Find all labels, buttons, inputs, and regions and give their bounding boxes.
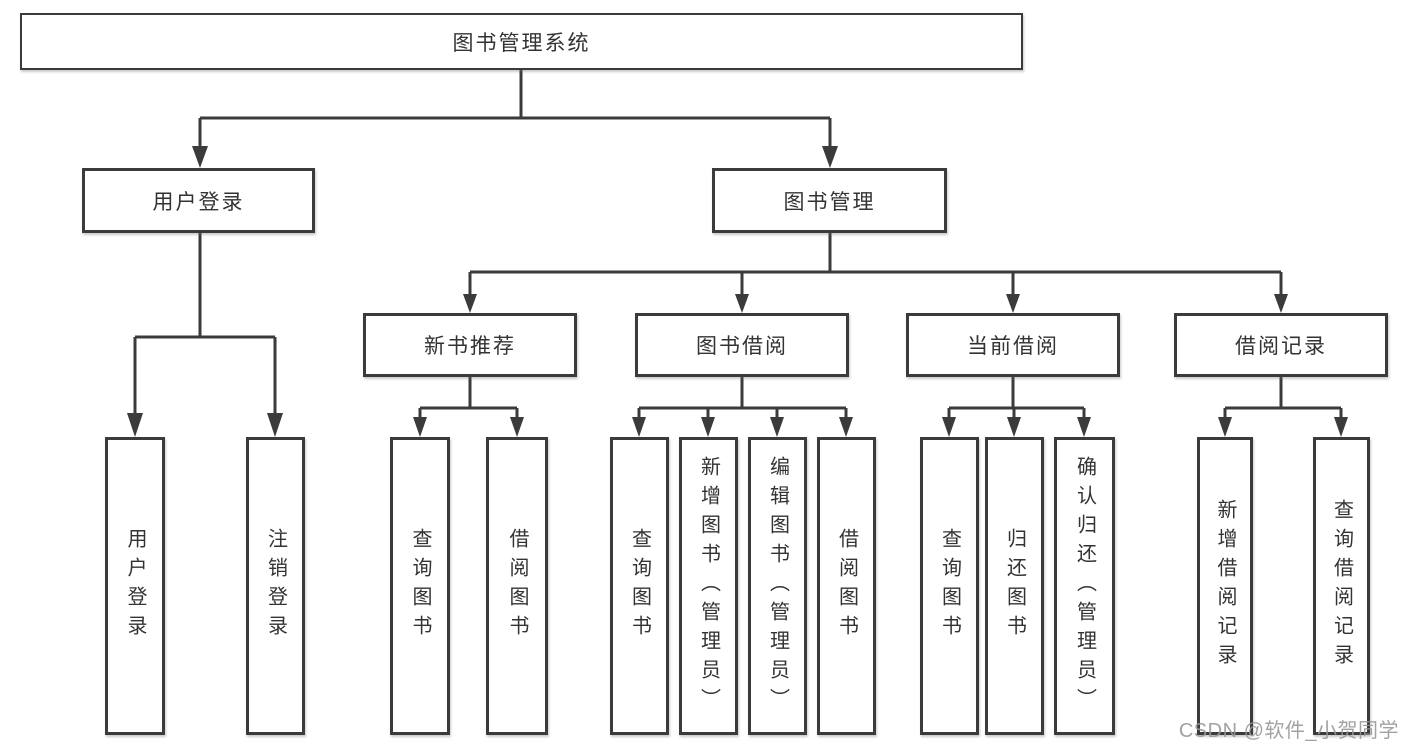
csdn-watermark: CSDN @软件_小贺同学 (1178, 720, 1399, 742)
leaf-borrowing-add-books-admin: 新增图书（管理员） (679, 437, 738, 735)
arrowhead-down-icon (127, 413, 283, 437)
node-user-login: 用户登录 (82, 168, 315, 233)
leaf-current-query-books: 查询图书 (920, 437, 979, 735)
node-root-library-management-system: 图书管理系统 (20, 13, 1023, 70)
node-borrowing-records: 借阅记录 (1174, 313, 1388, 377)
leaf-borrowing-edit-books-admin: 编辑图书（管理员） (748, 437, 807, 735)
tree-line (198, 70, 832, 148)
connector-new-book-recommend-to-leaves (413, 377, 524, 437)
connector-root-to-level2 (192, 70, 838, 168)
node-label: 新书推荐 (424, 335, 516, 358)
tree-line (418, 377, 519, 419)
leaf-label: 查询图书 (628, 528, 651, 644)
leaf-label: 用户登录 (124, 528, 146, 644)
leaf-current-confirm-return-admin: 确认归还（管理员） (1054, 437, 1115, 735)
node-label: 当前借阅 (967, 335, 1059, 358)
connector-user-login-to-leaves (127, 233, 283, 437)
node-label: 图书管理系统 (452, 31, 591, 55)
leaf-user-login: 用户登录 (105, 437, 165, 735)
connector-book-borrowing-to-leaves (632, 377, 853, 437)
node-current-borrowing: 当前借阅 (906, 313, 1120, 377)
tree-line (637, 377, 848, 419)
leaf-label: 新增图书（管理员） (697, 455, 720, 717)
arrowhead-down-icon (192, 146, 838, 168)
node-label: 用户登录 (152, 190, 245, 214)
node-label: 图书管理 (783, 190, 876, 214)
leaf-label: 查询图书 (409, 528, 431, 644)
connector-borrowing-records-to-leaves (1218, 377, 1348, 437)
arrowhead-down-icon (413, 417, 524, 437)
leaf-label: 借阅图书 (835, 528, 858, 644)
tree-line (468, 233, 1283, 296)
leaf-borrowing-borrow-books: 借阅图书 (817, 437, 876, 735)
leaf-label: 注销登录 (264, 528, 287, 644)
node-book-management: 图书管理 (712, 168, 947, 233)
tree-line (1223, 377, 1343, 419)
leaf-recommend-query-books: 查询图书 (390, 437, 450, 735)
leaf-label: 归还图书 (1003, 528, 1026, 644)
arrowhead-down-icon (463, 294, 1288, 313)
arrowhead-down-icon (632, 417, 853, 437)
leaf-label: 查询图书 (938, 528, 961, 644)
node-label: 图书借阅 (696, 335, 788, 358)
node-label: 借阅记录 (1235, 335, 1327, 358)
leaf-label: 借阅图书 (506, 528, 528, 644)
leaf-label: 查询借阅记录 (1330, 499, 1353, 673)
leaf-label: 新增借阅记录 (1214, 499, 1236, 673)
leaf-borrowing-query-books: 查询图书 (610, 437, 669, 735)
tree-line (133, 233, 277, 415)
arrowhead-down-icon (942, 417, 1091, 437)
connector-book-management-to-level3 (463, 233, 1288, 313)
leaf-current-return-books: 归还图书 (985, 437, 1044, 735)
leaf-label: 编辑图书（管理员） (766, 455, 789, 717)
node-book-borrowing: 图书借阅 (635, 313, 849, 377)
tree-line (947, 377, 1086, 419)
leaf-label: 确认归还（管理员） (1073, 455, 1096, 717)
leaf-records-query-borrow-record: 查询借阅记录 (1313, 437, 1370, 735)
node-new-book-recommend: 新书推荐 (363, 313, 577, 377)
arrowhead-down-icon (1218, 417, 1348, 437)
leaf-recommend-borrow-books: 借阅图书 (486, 437, 548, 735)
leaf-records-add-borrow-record: 新增借阅记录 (1197, 437, 1253, 735)
connector-current-borrowing-to-leaves (942, 377, 1091, 437)
leaf-logout: 注销登录 (246, 437, 305, 735)
